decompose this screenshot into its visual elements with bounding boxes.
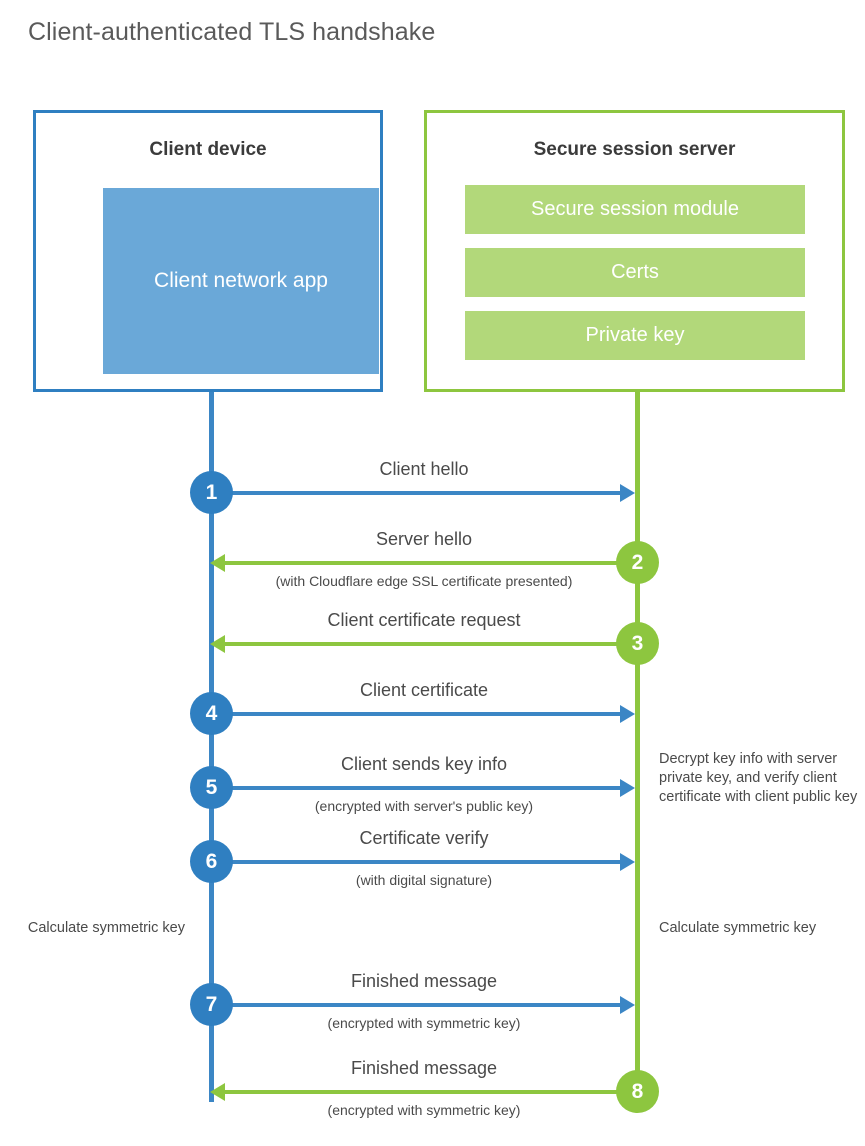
message-line-7 [212, 1003, 620, 1007]
message-line-3 [225, 642, 636, 646]
message-label-5: Client sends key info [340, 754, 508, 774]
client-network-app-block: Client network app [103, 188, 379, 374]
message-sublabel-5: (encrypted with server's public key) [314, 798, 534, 814]
client-lifeline [209, 392, 214, 1102]
message-line-2 [225, 561, 636, 565]
server-decrypt-note: Decrypt key info with server private key… [659, 751, 858, 805]
message-line-4 [212, 712, 620, 716]
message-label-6: Certificate verify [359, 828, 489, 848]
message-line-6 [212, 860, 620, 864]
client-device-box: Client device Client network app [33, 110, 383, 392]
step-marker-4[interactable]: 4 [190, 692, 233, 735]
arrowhead-right-icon [620, 779, 635, 797]
message-sublabel-6: (with digital signature) [355, 872, 493, 888]
message-sublabel-7: (encrypted with symmetric key) [327, 1015, 521, 1031]
server-component-certs: Certs [465, 248, 805, 297]
secure-session-server-title: Secure session server [533, 139, 736, 160]
message-label-7: Finished message [350, 971, 498, 991]
message-label-3: Client certificate request [327, 610, 521, 630]
arrowhead-left-icon [210, 554, 225, 572]
message-line-5 [212, 786, 620, 790]
arrowhead-right-icon [620, 484, 635, 502]
client-device-title: Client device [149, 139, 267, 160]
server-components-list: Secure session module Certs Private key [465, 185, 805, 374]
step-marker-6[interactable]: 6 [190, 840, 233, 883]
message-label-1: Client hello [379, 459, 469, 479]
arrowhead-right-icon [620, 705, 635, 723]
step-marker-8[interactable]: 8 [616, 1070, 659, 1113]
step-marker-1[interactable]: 1 [190, 471, 233, 514]
message-label-8: Finished message [350, 1058, 498, 1078]
arrowhead-right-icon [620, 853, 635, 871]
step-marker-2[interactable]: 2 [616, 541, 659, 584]
message-sublabel-2: (with Cloudflare edge SSL certificate pr… [275, 573, 573, 589]
step-marker-3[interactable]: 3 [616, 622, 659, 665]
arrowhead-right-icon [620, 996, 635, 1014]
message-sublabel-8: (encrypted with symmetric key) [327, 1102, 521, 1118]
server-component-private-key: Private key [465, 311, 805, 360]
client-calculate-symmetric-key-note: Calculate symmetric key [27, 920, 185, 936]
message-label-2: Server hello [375, 529, 473, 549]
message-line-1 [212, 491, 620, 495]
step-marker-7[interactable]: 7 [190, 983, 233, 1026]
step-marker-5[interactable]: 5 [190, 766, 233, 809]
server-lifeline [635, 392, 640, 1092]
secure-session-server-box: Secure session server Secure session mod… [424, 110, 845, 392]
server-component-secure-session-module: Secure session module [465, 185, 805, 234]
server-calculate-symmetric-key-note: Calculate symmetric key [659, 920, 817, 936]
arrowhead-left-icon [210, 1083, 225, 1101]
page-title: Client-authenticated TLS handshake [28, 18, 436, 46]
message-line-8 [225, 1090, 636, 1094]
arrowhead-left-icon [210, 635, 225, 653]
message-label-4: Client certificate [359, 680, 489, 700]
